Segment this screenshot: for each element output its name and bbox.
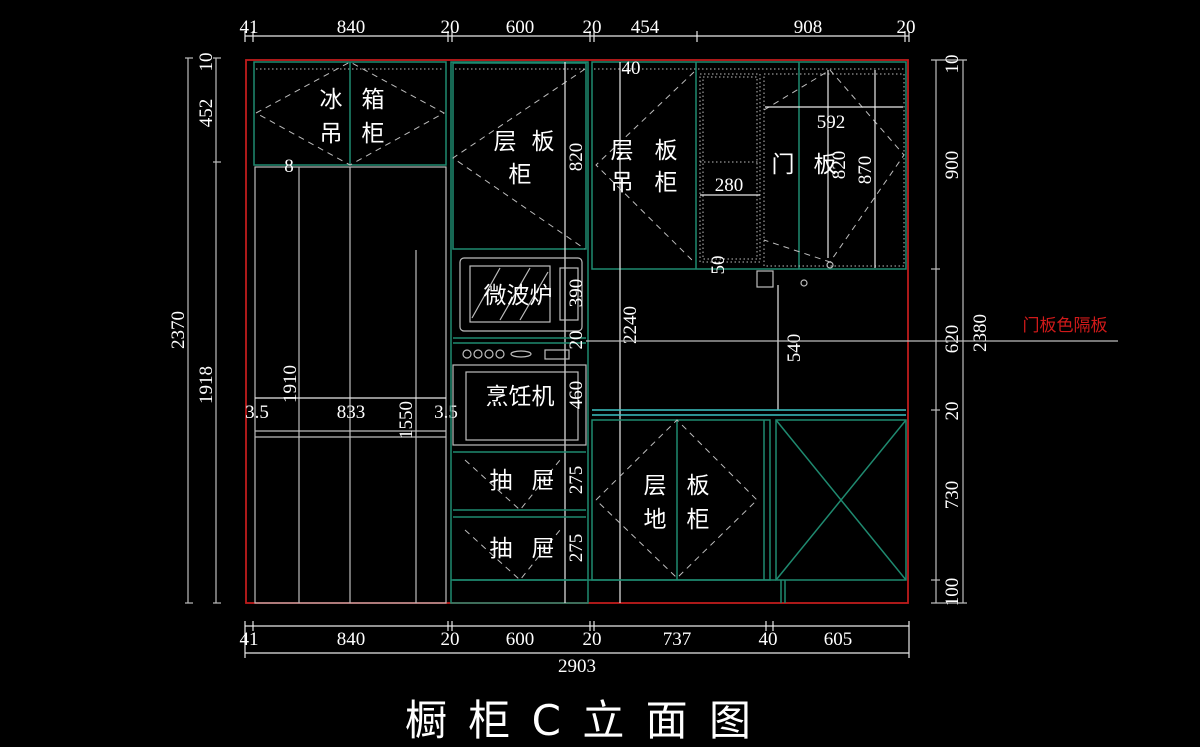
dim-2240: 2240 — [620, 306, 641, 344]
bottom-dim-total-2903: 2903 — [558, 656, 596, 677]
shelf-base-label-3: 地 — [644, 507, 667, 533]
fridge-top-opening-mark — [255, 61, 446, 166]
dim-8: 8 — [284, 156, 294, 177]
drawer-1-label-2: 屉 — [532, 468, 555, 494]
oven: 烹饪机 — [452, 364, 587, 446]
oven-controls — [462, 349, 570, 360]
dim-40: 40 — [622, 58, 641, 79]
shelf-cabinet-label-2: 板 — [532, 129, 555, 155]
dim-280: 280 — [715, 175, 744, 196]
bottom-dim-600: 600 — [506, 629, 535, 650]
countertop — [592, 409, 906, 416]
shelf-wall-label-2: 板 — [655, 138, 678, 164]
shelf-base-label-4: 柜 — [687, 507, 710, 533]
shelf-base-label-1: 层 — [644, 473, 667, 499]
bottom-dim-20a: 20 — [441, 629, 460, 650]
dim-1910: 1910 — [280, 365, 301, 403]
shelf-wall-opening-mark — [595, 71, 695, 263]
dim-870: 870 — [855, 156, 876, 185]
dim-540: 540 — [784, 334, 805, 363]
bottom-dim-605: 605 — [824, 629, 853, 650]
shelf-wall-label-1: 层 — [611, 138, 634, 164]
shelf-cabinet-opening-mark — [452, 68, 586, 250]
door-panel-label-2: 板 — [814, 152, 837, 178]
shelf-base-opening-mark — [595, 419, 758, 579]
right-dim-20: 20 — [942, 402, 963, 421]
oven-label: 烹饪机 — [486, 384, 555, 410]
left-dimension-chain: 2370 10 452 1918 — [168, 53, 221, 604]
bottom-dim-840: 840 — [337, 629, 366, 650]
top-dim-20a: 20 — [441, 17, 460, 38]
dim-20-gap: 20 — [566, 331, 587, 350]
dim-3-5-right: 3.5 — [434, 402, 458, 423]
left-dim-1918: 1918 — [196, 366, 217, 404]
shelf-cabinet-label-1: 层 — [494, 129, 517, 155]
dim-1550: 1550 — [396, 401, 417, 439]
drawer-1-label-1: 抽 — [490, 468, 513, 494]
bottom-dim-737: 737 — [663, 629, 692, 650]
top-dim-20c: 20 — [897, 17, 916, 38]
dim-833: 833 — [337, 402, 366, 423]
right-dim-900: 900 — [942, 151, 963, 180]
top-dim-600: 600 — [506, 17, 535, 38]
top-dim-908: 908 — [794, 17, 823, 38]
right-dim-620: 620 — [942, 325, 963, 354]
base-cabinets: 层 板 地 柜 — [451, 419, 907, 603]
backsplash-area: 540 2240 门板色隔板 — [586, 270, 1118, 410]
appliance-column: 层 板 柜 820 微波炉 390 20 烹饪机 — [450, 61, 589, 604]
left-dim-2370: 2370 — [168, 311, 189, 349]
drawing-title: 橱 柜 C 立 面 图 — [405, 696, 755, 745]
top-dim-20b: 20 — [583, 17, 602, 38]
shelf-wall-label-3: 吊 — [611, 170, 634, 196]
shelf-wall-label-4: 柜 — [655, 170, 678, 196]
fridge-top-label-4: 柜 — [362, 121, 385, 147]
bottom-dim-41: 41 — [240, 629, 259, 650]
dim-50: 50 — [708, 256, 729, 275]
drawer-2: 抽 屉 275 — [453, 516, 587, 581]
door-panel-label-1: 门 — [772, 152, 795, 178]
drawer-2-label-1: 抽 — [490, 536, 513, 562]
dim-820-door: 820 — [829, 151, 850, 180]
dim-275-bottom: 275 — [566, 534, 587, 563]
right-dimension-chain: 10 900 620 20 730 100 2380 — [931, 55, 991, 607]
fridge-column: 冰 箱 吊 柜 8 1910 3.5 833 3.5 1550 — [245, 61, 458, 604]
wall-cabinets: 40 层 板 吊 柜 280 50 592 门 板 820 870 — [591, 58, 907, 603]
shelf-cabinet-label-3: 柜 — [509, 162, 532, 188]
dim-3-5-left: 3.5 — [245, 402, 269, 423]
bottom-dim-40: 40 — [759, 629, 778, 650]
top-dim-454: 454 — [631, 17, 660, 38]
left-dim-452: 452 — [196, 99, 217, 128]
dim-820-shelf: 820 — [566, 143, 587, 172]
microwave: 微波炉 — [459, 257, 583, 332]
appliance-opening — [775, 419, 907, 581]
dim-460: 460 — [566, 381, 587, 410]
door-panel-opening-mark — [763, 69, 905, 263]
microwave-label: 微波炉 — [484, 283, 553, 309]
right-dim-100: 100 — [942, 578, 963, 607]
drawer-2-label-2: 屉 — [532, 536, 555, 562]
right-dim-730: 730 — [942, 481, 963, 510]
bottom-dim-20b: 20 — [583, 629, 602, 650]
partition-note: 门板色隔板 — [1023, 316, 1108, 336]
right-dim-10: 10 — [942, 55, 963, 74]
right-dim-2380: 2380 — [970, 314, 991, 352]
dim-390: 390 — [566, 279, 587, 308]
bottom-dimension-chain: 41 840 20 600 20 737 40 605 2903 — [240, 621, 910, 677]
drawer-1: 抽 屉 275 — [453, 451, 587, 511]
top-dimension-chain: 41 840 20 600 20 454 908 20 — [240, 17, 916, 42]
top-dim-41: 41 — [240, 17, 259, 38]
top-dim-840: 840 — [337, 17, 366, 38]
fridge-top-label-2: 箱 — [362, 87, 385, 113]
fridge-top-label-1: 冰 — [320, 87, 343, 113]
dim-592: 592 — [817, 112, 846, 133]
shelf-base-label-2: 板 — [687, 473, 710, 499]
socket-box — [756, 270, 774, 288]
left-dim-10: 10 — [196, 53, 217, 72]
fridge-top-label-3: 吊 — [320, 121, 343, 147]
dim-275-top: 275 — [566, 466, 587, 495]
